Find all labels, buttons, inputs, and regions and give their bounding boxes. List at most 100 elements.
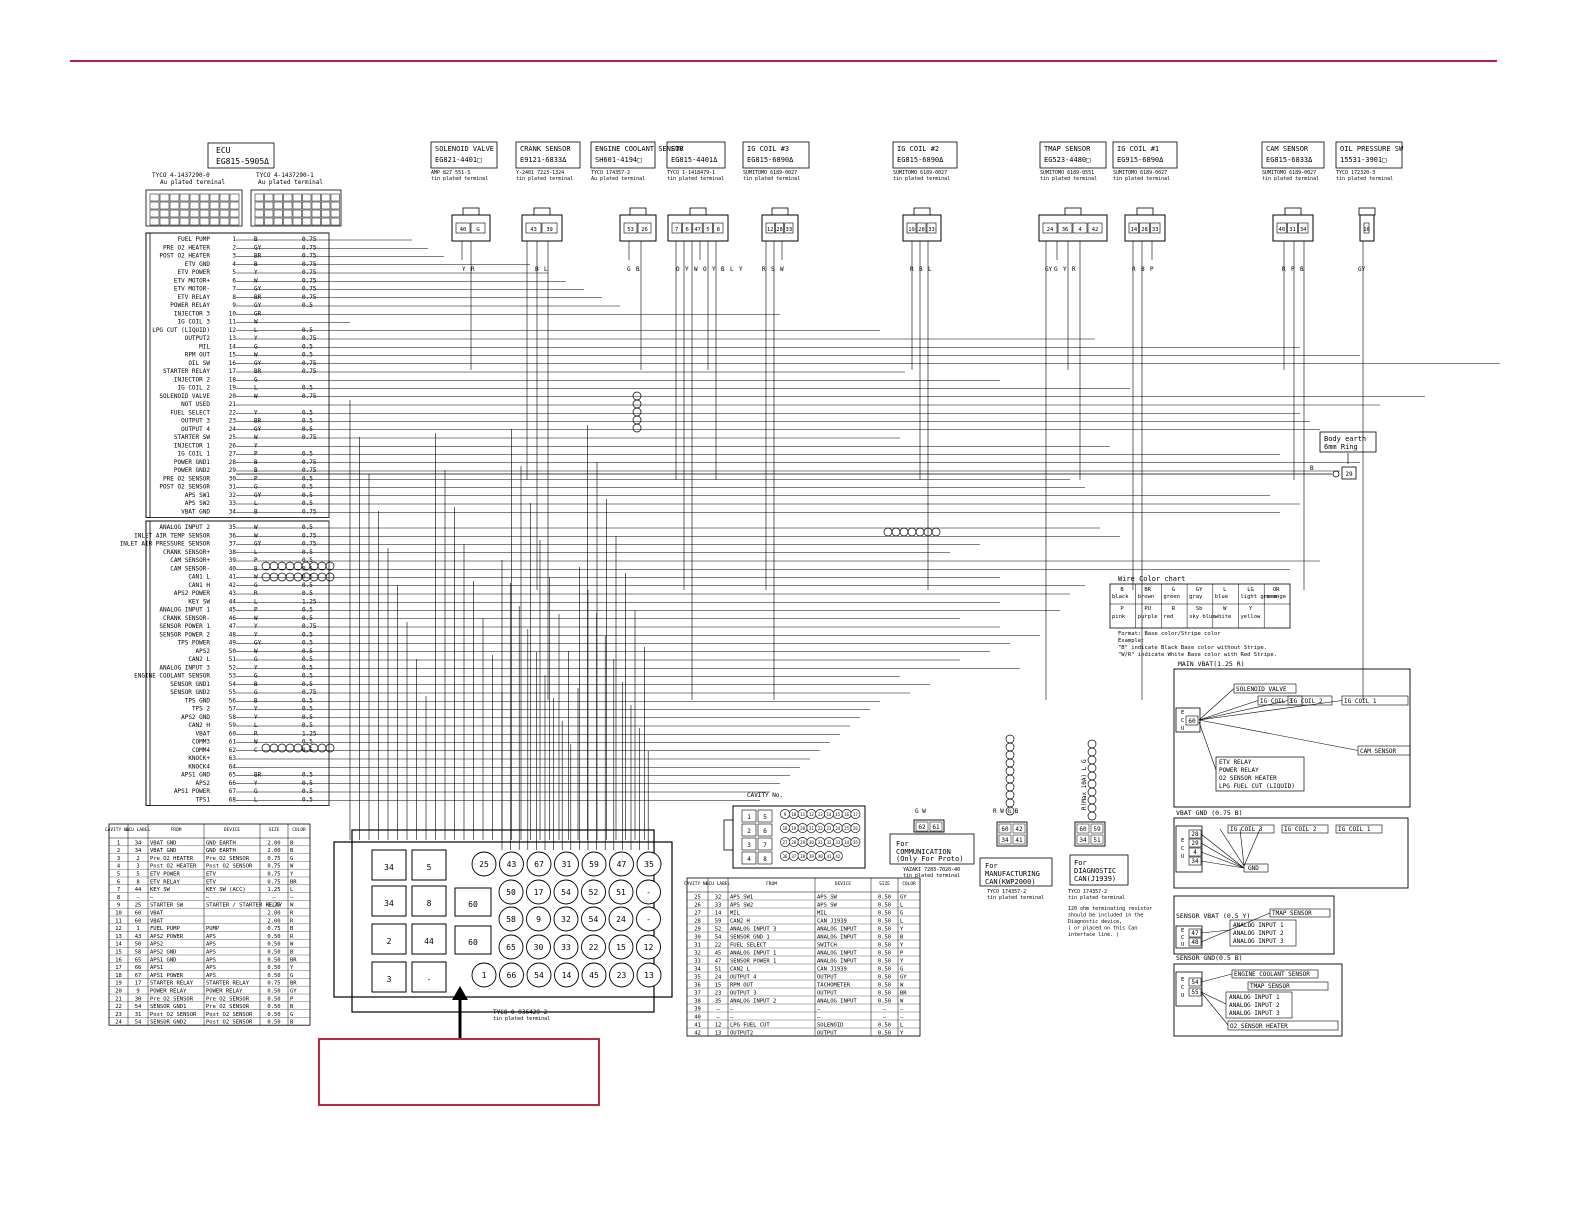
- component-part: EG815-6890Δ: [897, 156, 944, 164]
- left-cavity-table-cell: 0.50: [267, 942, 280, 948]
- ecu-pin-table-bottom-size: 0.5: [302, 706, 313, 713]
- wire-chart-name: white: [1215, 614, 1232, 620]
- vbat-gnd-target-label: IG COIL 1: [1338, 826, 1371, 833]
- right-cavity-table-cell: ANALOG INPUT: [817, 951, 857, 957]
- ecu-connector-b: [250, 189, 342, 227]
- comm-note: tin plated terminal: [903, 873, 960, 879]
- cavity-pin-label: 13: [818, 812, 823, 817]
- wire-chart-note: "B" indicate Black Base color without St…: [1118, 645, 1267, 651]
- ecu-part: EG815-5905Δ: [216, 157, 269, 166]
- ecu-pin-table-top-size: 0.75: [302, 434, 317, 441]
- left-cavity-table-cell: 0.50: [267, 1012, 280, 1018]
- component-note: SUMITOMO 6189-0551: [1040, 170, 1094, 176]
- left-cavity-table-cell: FUEL PUMP: [150, 926, 180, 932]
- main-connector-cavity: [371, 961, 407, 993]
- wire-chart-code: Sb: [1196, 606, 1203, 612]
- right-cavity-table-cell: —: [817, 1007, 821, 1013]
- left-cavity-table-cell: 0.75: [267, 856, 280, 862]
- connector-pin-number: 31: [1289, 227, 1296, 233]
- left-cavity-table-cell: Pre O2 SENSOR: [206, 996, 250, 1002]
- left-cavity-table-cell: Y: [290, 965, 294, 971]
- connector-pin: [1057, 222, 1073, 234]
- component-note: tin plated terminal: [1113, 176, 1170, 182]
- wire-color-tag: G: [1054, 266, 1058, 273]
- connector-pin-number: 33: [786, 227, 793, 233]
- ecu-pin-table-top-label: INJECTOR 2: [174, 376, 211, 383]
- diag-resistor-note: interface line. ): [1068, 932, 1119, 938]
- left-cavity-table-cell: 20: [115, 989, 122, 995]
- diag-label: DIAGNOSTIC: [1074, 867, 1116, 875]
- ecu-pin-a: [179, 209, 190, 218]
- right-cavity-table-cell: APS SW: [817, 903, 838, 909]
- cavity-square: [741, 837, 757, 851]
- left-cavity-table-cell: STARTER / STARTER RELAY: [206, 903, 283, 909]
- left-cavity-table-cell: B: [290, 840, 294, 846]
- cavity-pin-label: 40: [818, 854, 823, 859]
- ecu-pin-table-top-color: L: [254, 385, 258, 392]
- left-cavity-table-cell: B: [290, 1004, 294, 1010]
- wire-chart-note: Format: Base color/Stripe color: [1118, 631, 1221, 637]
- diag-pin: [1076, 834, 1090, 845]
- ecu-pin-table-bottom-size: 0.5: [302, 780, 313, 787]
- ecu-pin-b: [283, 193, 293, 202]
- wire-chart-code: BR: [1144, 587, 1151, 593]
- left-cavity-table-cell: 9: [117, 903, 120, 909]
- cavity-square-label: 4: [747, 856, 751, 863]
- left-cavity-table-cell: 17: [135, 981, 142, 987]
- ecu-pin-table-top-pin: 15: [229, 352, 237, 359]
- right-cavity-table-cell: 41: [694, 1023, 701, 1029]
- ecu-pin-table-top-color: GY: [254, 244, 262, 251]
- sensor-gnd-target-label: ANALOG INPUT 1: [1229, 994, 1280, 1001]
- ecu-pin-a: [149, 217, 160, 226]
- ecu-pin-a: [169, 217, 180, 226]
- connector-pin: [713, 222, 724, 234]
- callout-box[interactable]: [318, 1038, 600, 1106]
- left-cavity-table-cell: APS2: [150, 942, 163, 948]
- left-cavity-table-header: FROM: [171, 827, 182, 833]
- sensor-vbat-ecu-label: C: [1181, 935, 1184, 941]
- sensor-gnd-pin-label: 55: [1191, 989, 1199, 996]
- right-cavity-table-cell: 0.50: [878, 1023, 891, 1029]
- comm-label: For: [896, 840, 909, 848]
- connector-pin-number: 43: [530, 227, 537, 233]
- ecu-pin-b: [302, 201, 312, 210]
- wire-chart-note: Example:: [1118, 638, 1145, 644]
- ecu-pin-b: [264, 193, 274, 202]
- component-note: tin plated terminal: [516, 176, 573, 182]
- ecu-pin-table-top-pin: 13: [229, 335, 237, 342]
- ecu-pin-table-bottom-label: ANALOG INPUT 2: [159, 524, 210, 531]
- wire-chart-code: LG: [1247, 587, 1254, 593]
- component-box: [742, 141, 810, 169]
- main-vbat-target-label: SOLENOID VALVE: [1236, 686, 1287, 693]
- main-connector-pin-label: 9: [536, 915, 541, 924]
- ecu-pin-a: [189, 201, 200, 210]
- left-cavity-table-cell: Y: [290, 872, 294, 878]
- right-cavity-table-cell: 12: [715, 1023, 722, 1029]
- vbat-gnd-pin-label: 29: [1191, 840, 1199, 847]
- main-connector-pin: [498, 906, 524, 932]
- twisted-pair: [632, 399, 642, 409]
- ecu-pin-table-top-label: LPG CUT (LIQUID): [152, 327, 210, 334]
- left-cavity-table-cell: VBAT: [150, 911, 164, 917]
- cavity-square-label: 6: [763, 828, 767, 835]
- ecu-pin-table-bottom-size: 0.75: [302, 541, 317, 548]
- ecu-pin-table-top-pin: 33: [229, 500, 237, 507]
- mfg-pin: [998, 823, 1012, 834]
- wire-color-tag: P: [1150, 266, 1154, 273]
- right-cavity-table-cell: CAN J1939: [817, 919, 847, 925]
- ecu-pin-table-top-label: OUTPUT 4: [181, 426, 210, 433]
- twisted-pair: [261, 561, 271, 571]
- diag-resistor-note: should be included in the: [1068, 913, 1143, 919]
- left-cavity-table-cell: 54: [135, 1004, 142, 1010]
- right-cavity-table-cell: ANALOG INPUT: [817, 999, 857, 1005]
- vbat-gnd-gnd: [1243, 863, 1269, 873]
- left-cavity-table-cell: 15: [115, 950, 122, 956]
- ecu-pin-table-top-pin: 34: [229, 508, 237, 515]
- ecu-pin-table-top-color: Y: [254, 335, 258, 342]
- vbat-gnd-target-label: IG COIL 3: [1230, 826, 1263, 833]
- wire-color-tag: R: [1132, 266, 1136, 273]
- right-cavity-table-cell: G: [900, 967, 903, 973]
- main-connector-cavity: [371, 849, 407, 881]
- left-cavity-table-cell: APS: [206, 950, 216, 956]
- ecu-pin-table-bottom-label: INLET AIR TEMP SENSOR: [134, 532, 210, 539]
